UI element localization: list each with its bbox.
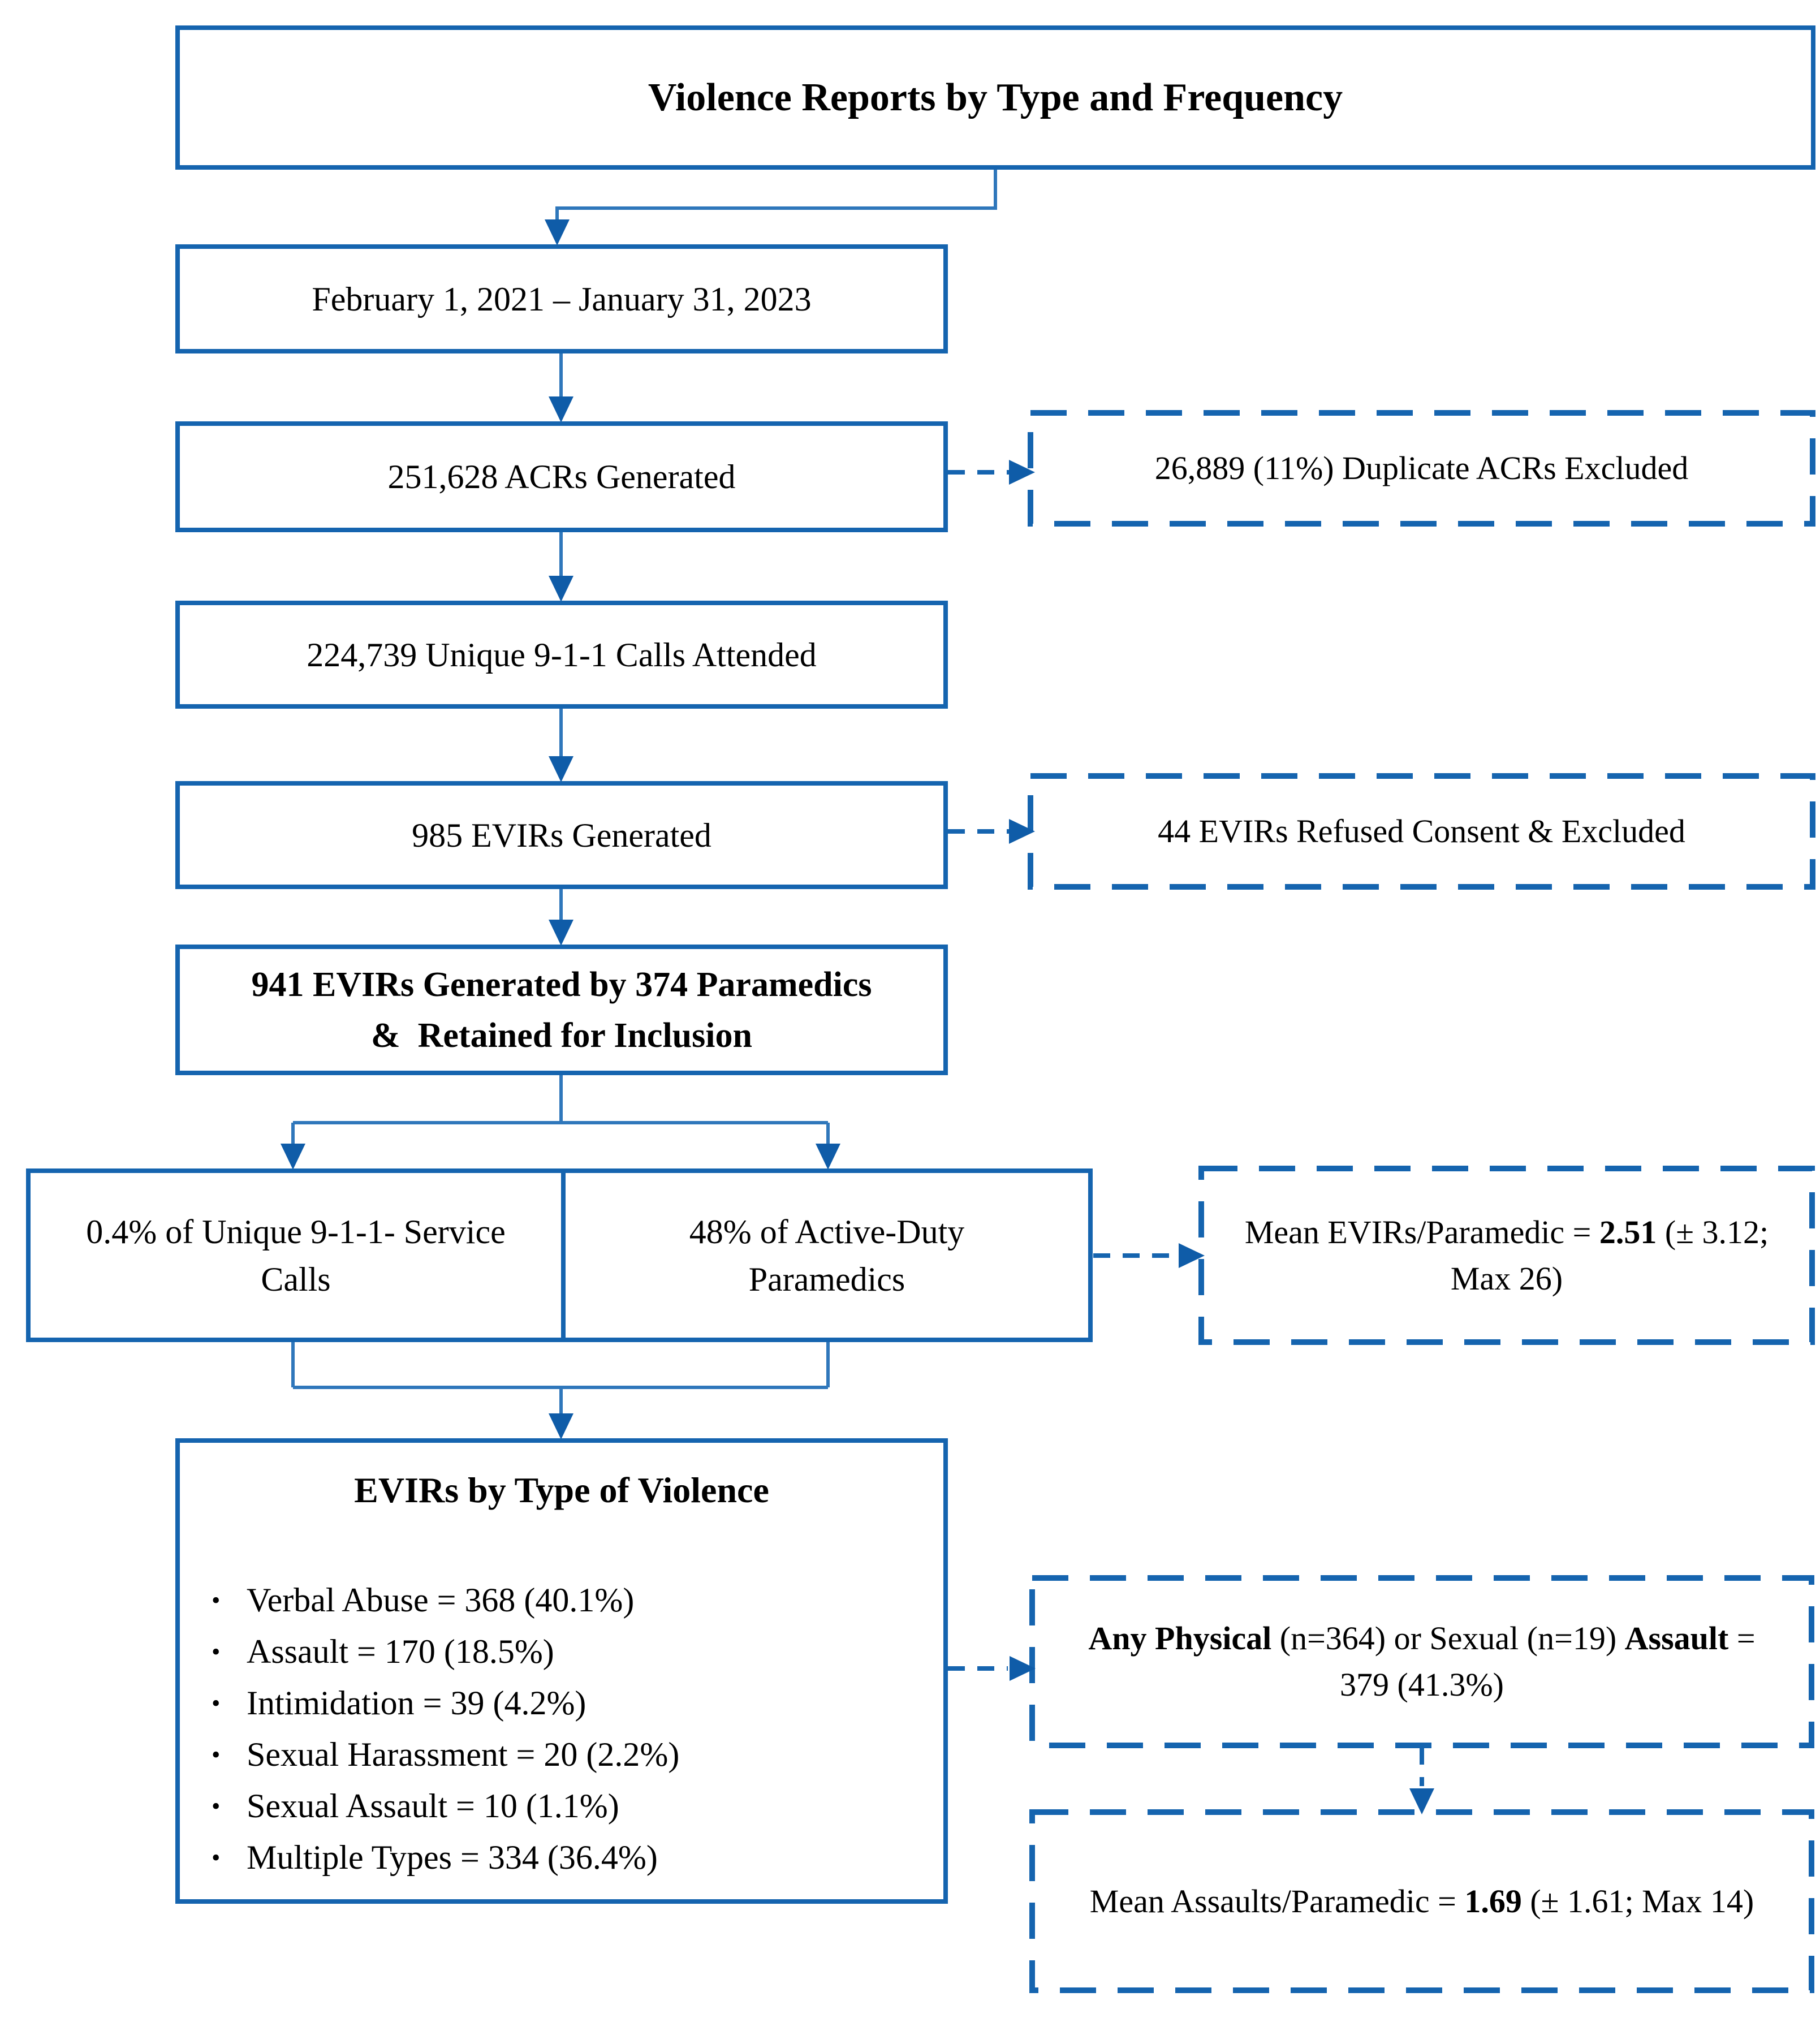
box-diagram-title: Violence Reports by Type and Frequency	[175, 25, 1815, 170]
evirs-generated-text: 985 EVIRs Generated	[412, 816, 711, 854]
list-item: • Verbal Abuse = 368 (40.1%)	[208, 1575, 909, 1626]
pct-calls-line2: Calls	[261, 1260, 331, 1298]
dashed-box-refused	[1028, 773, 1815, 890]
mean-evirs-line2: Max 26)	[1450, 1260, 1563, 1297]
evirs-retained-line1: 941 EVIRs Generated by 374 Paramedics	[251, 965, 872, 1004]
arrowhead-into-acrs	[549, 396, 573, 422]
bullet-icon: •	[212, 1689, 221, 1717]
box-evirs-by-type	[175, 1438, 948, 1904]
duplicates-excluded-text: 26,889 (11%) Duplicate ACRs Excluded	[1154, 450, 1689, 486]
list-item-text: Intimidation = 39 (4.2%)	[247, 1684, 586, 1722]
mean-assaults-label: Mean Assaults/Paramedic = 1.69 (± 1.61; …	[1032, 1812, 1812, 1990]
cell-pct-calls: 0.4% of Unique 9-1-1- Service Calls	[31, 1173, 566, 1338]
connector-title-to-date	[555, 170, 997, 238]
any-assault-bold2: Assault	[1624, 1620, 1729, 1657]
evirs-by-type-list: • Verbal Abuse = 368 (40.1%) • Assault =…	[208, 1575, 909, 1883]
bullet-icon: •	[212, 1586, 221, 1614]
list-item-text: Sexual Assault = 10 (1.1%)	[247, 1787, 619, 1825]
any-assault-eq: =	[1728, 1620, 1756, 1657]
any-assault-line2: 379 (41.3%)	[1340, 1666, 1504, 1703]
bullet-icon: •	[212, 1792, 221, 1820]
unique-calls-text: 224,739 Unique 9-1-1 Calls Attended	[307, 636, 817, 674]
any-assault-mid: (n=364) or Sexual (n=19)	[1271, 1620, 1625, 1657]
diagram-title-text: Violence Reports by Type and Frequency	[648, 75, 1343, 119]
list-item: • Multiple Types = 334 (36.4%)	[208, 1832, 909, 1883]
dashed-box-mean-evirs	[1198, 1166, 1815, 1345]
mean-evirs-value: 2.51	[1599, 1213, 1657, 1251]
acrs-generated-text: 251,628 ACRs Generated	[387, 458, 736, 495]
list-item-text: Verbal Abuse = 368 (40.1%)	[247, 1581, 635, 1619]
arrowhead-into-refused	[1009, 819, 1035, 844]
mean-evirs-label: Mean EVIRs/Paramedic = 2.51 (± 3.12; Max…	[1201, 1168, 1812, 1342]
dashed-box-mean-assaults	[1029, 1809, 1814, 1993]
connector-branch-split	[291, 1075, 830, 1162]
evirs-by-type-heading: EVIRs by Type of Violence	[354, 1470, 769, 1510]
arrowhead-into-split-right	[816, 1144, 840, 1170]
arrowhead-into-retained	[549, 920, 573, 946]
box-date-range: February 1, 2021 – January 31, 2023	[175, 244, 948, 353]
pct-calls-line1: 0.4% of Unique 9-1-1- Service	[86, 1213, 506, 1251]
evirs-retained-line2: & Retained for Inclusion	[370, 1016, 752, 1055]
bullet-icon: •	[212, 1844, 221, 1872]
box-split-percentages: 0.4% of Unique 9-1-1- Service Calls 48% …	[26, 1168, 1093, 1342]
pct-paramedics-line1: 48% of Active-Duty	[689, 1213, 965, 1251]
mean-evirs-line1: Mean EVIRs/Paramedic = 2.51 (± 3.12;	[1245, 1209, 1769, 1256]
list-item: • Assault = 170 (18.5%)	[208, 1626, 909, 1678]
list-item: • Intimidation = 39 (4.2%)	[208, 1678, 909, 1729]
list-item-text: Multiple Types = 334 (36.4%)	[247, 1839, 658, 1876]
arrowhead-into-split-left	[281, 1144, 305, 1170]
arrowhead-into-mean-assaults	[1409, 1788, 1434, 1814]
box-evirs-retained: 941 EVIRs Generated by 374 Paramedics & …	[175, 945, 948, 1075]
duplicates-excluded-label: 26,889 (11%) Duplicate ACRs Excluded	[1030, 413, 1813, 524]
arrowhead-into-evirs	[549, 756, 573, 782]
mean-assaults-line1: Mean Assaults/Paramedic = 1.69 (± 1.61; …	[1090, 1878, 1754, 1925]
mean-evirs-post: (± 3.12;	[1657, 1213, 1769, 1251]
dashed-box-duplicates	[1028, 410, 1815, 527]
arrowhead-into-mean-evirs	[1179, 1243, 1205, 1268]
bullet-icon: •	[212, 1741, 221, 1769]
list-item: • Sexual Harassment = 20 (2.2%)	[208, 1729, 909, 1780]
any-assault-line1: Any Physical (n=364) or Sexual (n=19) As…	[1088, 1615, 1755, 1662]
list-item-text: Assault = 170 (18.5%)	[247, 1633, 554, 1670]
refused-consent-text: 44 EVIRs Refused Consent & Excluded	[1158, 813, 1685, 850]
box-unique-calls: 224,739 Unique 9-1-1 Calls Attended	[175, 601, 948, 709]
list-item: • Sexual Assault = 10 (1.1%)	[208, 1780, 909, 1832]
list-item-text: Sexual Harassment = 20 (2.2%)	[247, 1736, 680, 1773]
date-range-text: February 1, 2021 – January 31, 2023	[312, 280, 812, 318]
any-assault-bold1: Any Physical	[1088, 1620, 1272, 1657]
mean-evirs-pre: Mean EVIRs/Paramedic =	[1244, 1213, 1599, 1251]
arrowhead-into-any-assault	[1010, 1656, 1036, 1681]
arrowhead-into-calls	[549, 576, 573, 602]
any-assault-label: Any Physical (n=364) or Sexual (n=19) As…	[1032, 1578, 1812, 1745]
mean-assaults-post: (± 1.61; Max 14)	[1521, 1882, 1754, 1920]
arrowhead-into-date	[545, 219, 570, 245]
mean-assaults-pre: Mean Assaults/Paramedic =	[1089, 1882, 1465, 1920]
dashed-box-any-assault	[1029, 1575, 1814, 1748]
box-evirs-generated: 985 EVIRs Generated	[175, 781, 948, 889]
mean-assaults-value: 1.69	[1464, 1882, 1522, 1920]
arrowhead-into-duplicates	[1009, 460, 1035, 485]
bullet-icon: •	[212, 1638, 221, 1666]
connector-merge-to-types	[291, 1342, 830, 1431]
refused-consent-label: 44 EVIRs Refused Consent & Excluded	[1030, 776, 1813, 887]
arrowhead-into-types	[549, 1413, 573, 1439]
box-acrs-generated: 251,628 ACRs Generated	[175, 421, 948, 532]
pct-paramedics-line2: Paramedics	[748, 1260, 905, 1298]
cell-pct-paramedics: 48% of Active-Duty Paramedics	[566, 1173, 1088, 1338]
